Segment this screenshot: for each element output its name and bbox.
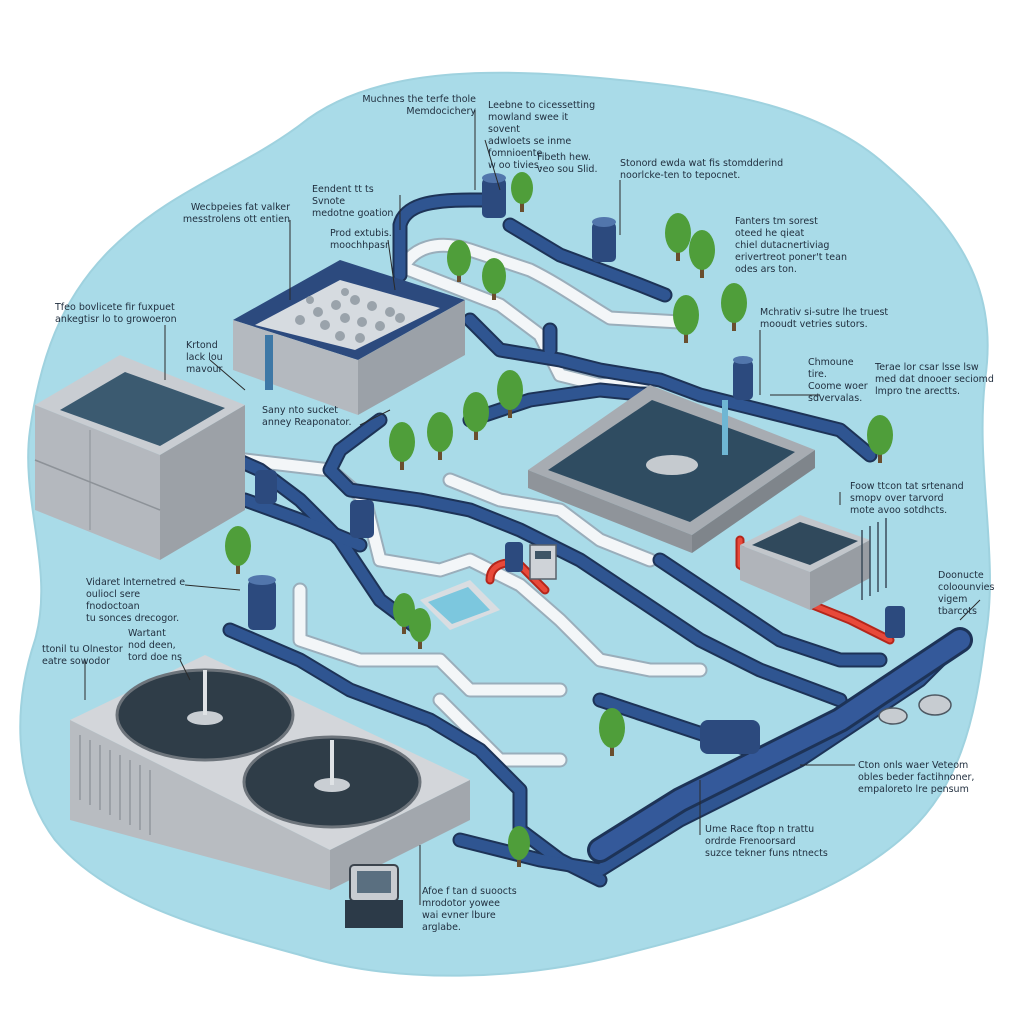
pump-top	[482, 173, 506, 218]
aeration-basin	[528, 385, 815, 553]
tree	[867, 415, 893, 463]
tree	[427, 412, 453, 460]
pump-left-b	[350, 500, 374, 538]
tree	[225, 526, 251, 574]
tree	[409, 608, 431, 649]
gravel-filter-tank	[233, 260, 465, 415]
pump-right	[733, 356, 753, 400]
tree	[497, 370, 523, 418]
tree	[689, 230, 715, 278]
tree	[393, 593, 415, 634]
pump-left-c	[248, 575, 276, 630]
tree	[673, 295, 699, 343]
pump-left-a	[255, 470, 277, 504]
tree	[482, 258, 506, 300]
tree	[508, 826, 530, 867]
leader-lines	[84, 110, 981, 905]
pump-center	[505, 542, 523, 572]
clarifier-1	[115, 668, 295, 762]
control-panel	[529, 544, 557, 580]
pump-upper-right	[592, 217, 616, 262]
clearwell-tank	[740, 515, 887, 610]
pump-bottom-right	[885, 606, 905, 638]
tree	[721, 283, 747, 331]
trees	[225, 172, 893, 867]
tree	[599, 708, 625, 756]
pump-stations	[248, 173, 905, 754]
aerators	[878, 694, 952, 725]
tree	[447, 240, 471, 282]
tree	[511, 172, 533, 212]
tree	[463, 392, 489, 440]
pump-main	[700, 720, 760, 754]
tree	[389, 422, 415, 470]
tree	[665, 213, 691, 261]
concrete-storage-tank	[34, 355, 245, 560]
clarifier-2	[242, 735, 422, 829]
monitoring-terminal	[345, 864, 403, 928]
mixing-pool	[420, 580, 500, 630]
